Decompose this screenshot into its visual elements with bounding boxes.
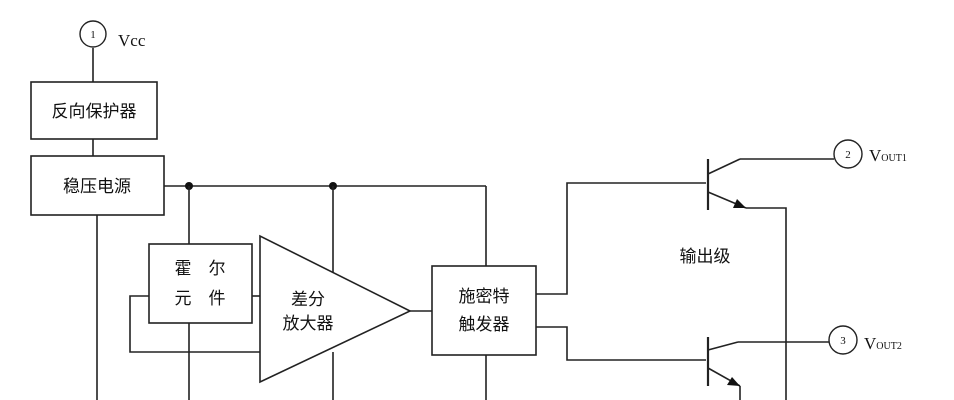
pin-2-label-main: V [869, 146, 882, 165]
pin-2-label: VOUT1 [869, 146, 907, 165]
pin-1-label: Vcc [118, 31, 146, 50]
hall-element-block: 霍 尔 元 件 [148, 243, 253, 324]
schmitt-label-line2: 触发器 [459, 315, 510, 335]
pin-3-vout2: 3 VOUT2 [828, 325, 902, 355]
emitter-arrow [733, 199, 746, 208]
supply-rail [164, 182, 487, 274]
pin-1-number: 1 [90, 29, 96, 41]
output-stage-label: 输出级 [680, 247, 731, 267]
schmitt-trigger-block: 施密特 触发器 [431, 265, 537, 356]
output-transistor-1 [706, 158, 834, 400]
reverse-protector-block: 反向保护器 [30, 81, 158, 140]
diff-amp-block: 差分 放大器 [259, 234, 412, 384]
hall-element-char: 尔 [209, 259, 226, 279]
trigger-to-output-wires [536, 182, 706, 361]
pin-3-label-sub: OUT2 [876, 341, 902, 352]
diff-amp-label-line1: 差分 [291, 290, 325, 310]
pin-2-label-sub: OUT1 [881, 153, 907, 164]
hall-element-char: 元 [175, 289, 192, 309]
reverse-protector-label: 反向保护器 [52, 102, 137, 122]
hall-to-amp-wires [129, 295, 260, 353]
pin-3-label-main: V [864, 334, 877, 353]
pin-3-number: 3 [840, 335, 846, 347]
lower-rails [96, 215, 487, 400]
regulator-block: 稳压电源 [30, 155, 165, 216]
hall-element-char: 霍 [175, 259, 192, 279]
output-transistor-2 [706, 337, 829, 400]
pin-3-label: VOUT2 [864, 334, 902, 353]
schmitt-label-line1: 施密特 [459, 287, 510, 307]
hall-element-char: 件 [209, 289, 226, 309]
pin-2-vout1: 2 VOUT1 [833, 139, 907, 169]
regulator-label: 稳压电源 [63, 177, 131, 197]
diff-amp-label-line2: 放大器 [283, 314, 334, 334]
pin-1-vcc: 1 Vcc [79, 20, 146, 82]
emitter-arrow [727, 377, 740, 386]
pin-2-number: 2 [845, 149, 851, 161]
